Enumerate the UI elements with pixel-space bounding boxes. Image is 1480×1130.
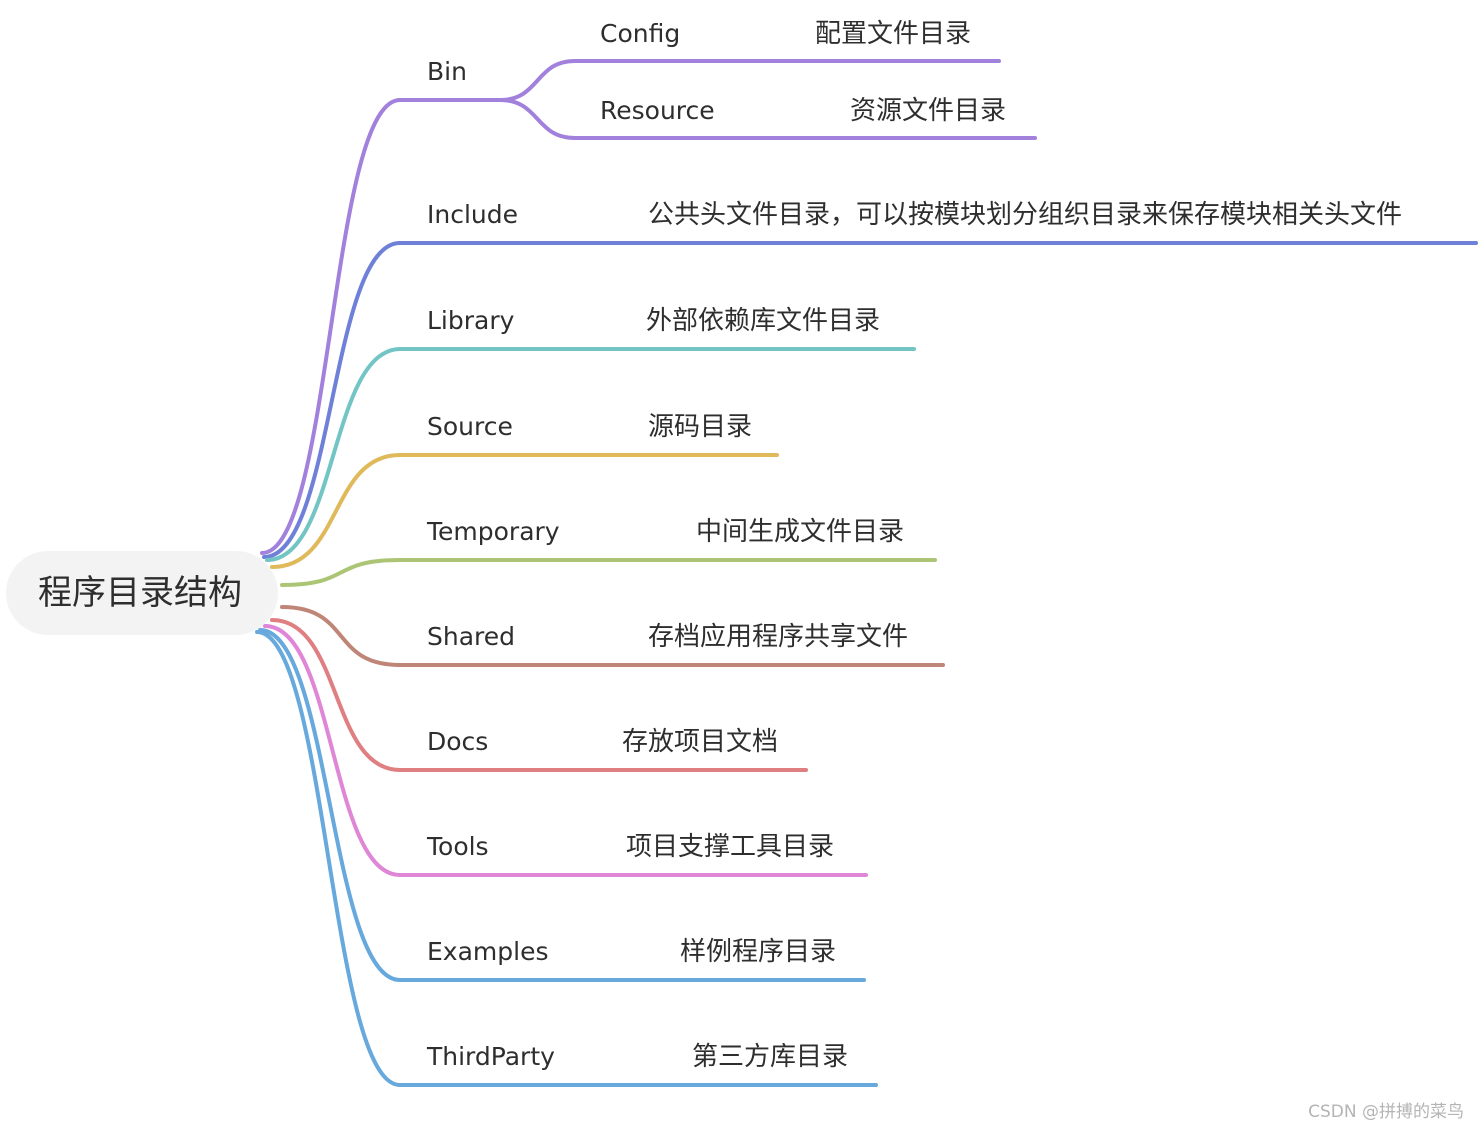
branch-source[interactable]: Source 源码目录 xyxy=(427,412,752,442)
node-config[interactable]: Config 配置文件目录 xyxy=(600,19,971,49)
root-label: 程序目录结构 xyxy=(38,573,242,613)
edge-docs xyxy=(270,618,402,772)
edge-include xyxy=(262,241,402,559)
node-resource-desc: 资源文件目录 xyxy=(850,96,1006,126)
edge-library xyxy=(265,347,402,562)
branch-docs[interactable]: Docs 存放项目文档 xyxy=(427,727,778,757)
node-shared-label: Shared xyxy=(427,622,515,651)
edge-thirdparty xyxy=(255,630,402,1087)
watermark: CSDN @拼搏的菜鸟 xyxy=(1308,1102,1464,1122)
node-resource-label: Resource xyxy=(600,96,715,125)
branch-temporary[interactable]: Temporary 中间生成文件目录 xyxy=(426,517,904,547)
branch-thirdparty[interactable]: ThirdParty 第三方库目录 xyxy=(426,1042,848,1072)
node-library-desc: 外部依赖库文件目录 xyxy=(646,306,880,336)
root-node[interactable]: 程序目录结构 xyxy=(6,551,278,635)
edge-config xyxy=(498,59,1001,102)
edge-shared xyxy=(280,605,402,667)
branch-examples[interactable]: Examples 样例程序目录 xyxy=(427,937,836,967)
node-resource[interactable]: Resource 资源文件目录 xyxy=(600,96,1006,126)
node-tools-label: Tools xyxy=(426,832,489,861)
node-library-label: Library xyxy=(427,306,515,335)
edge-temporary xyxy=(280,558,402,587)
node-docs-desc: 存放项目文档 xyxy=(622,727,778,757)
node-thirdparty-desc: 第三方库目录 xyxy=(692,1042,848,1072)
branch-include[interactable]: Include 公共头文件目录，可以按模块划分组织目录来保存模块相关头文件 xyxy=(427,200,1402,230)
node-thirdparty-label: ThirdParty xyxy=(426,1042,555,1071)
node-source-desc: 源码目录 xyxy=(648,412,752,442)
node-config-desc: 配置文件目录 xyxy=(815,19,971,49)
edge-layer xyxy=(255,59,1478,1087)
branch-shared[interactable]: Shared 存档应用程序共享文件 xyxy=(427,622,908,652)
edge-examples xyxy=(258,628,402,982)
node-docs-label: Docs xyxy=(427,727,488,756)
edge-tools xyxy=(263,624,402,877)
node-tools-desc: 项目支撑工具目录 xyxy=(626,832,834,862)
node-source-label: Source xyxy=(427,412,513,441)
node-examples-desc: 样例程序目录 xyxy=(680,937,836,967)
branch-library[interactable]: Library 外部依赖库文件目录 xyxy=(427,306,880,336)
edge-source xyxy=(270,453,402,569)
node-include-desc: 公共头文件目录，可以按模块划分组织目录来保存模块相关头文件 xyxy=(648,200,1402,230)
node-shared-desc: 存档应用程序共享文件 xyxy=(648,622,908,652)
edge-resource xyxy=(498,98,1037,140)
node-config-label: Config xyxy=(600,19,680,48)
root-bubble xyxy=(6,551,278,635)
branch-bin[interactable]: Config 配置文件目录 Resource 资源文件目录 Bin xyxy=(427,19,1006,126)
node-include-label: Include xyxy=(427,200,518,229)
node-temporary-desc: 中间生成文件目录 xyxy=(696,517,904,547)
node-examples-label: Examples xyxy=(427,937,548,966)
edge-bin xyxy=(260,98,402,555)
node-bin-label: Bin xyxy=(427,57,467,86)
node-temporary-label: Temporary xyxy=(426,517,560,546)
branch-tools[interactable]: Tools 项目支撑工具目录 xyxy=(426,832,834,862)
